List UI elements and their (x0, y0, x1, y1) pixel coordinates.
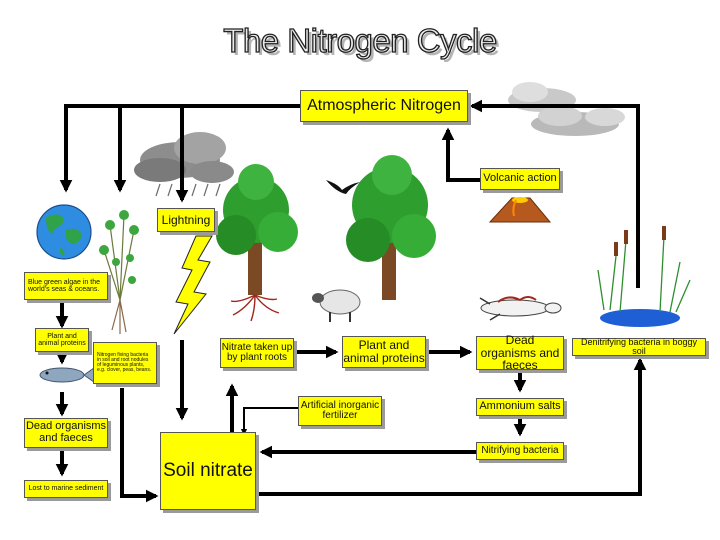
blue-green-algae-box: Blue green algae in the world's seas & o… (24, 272, 108, 300)
clover-plant-icon (99, 210, 139, 334)
nitrate-taken-up-box: Nitrate taken up by plant roots (220, 338, 294, 368)
fish-icon (39, 367, 95, 383)
tree-icon (346, 155, 436, 300)
artificial-fertilizer-box: Artificial inorganic fertilizer (298, 396, 382, 426)
diagram-title: The Nitrogen Cycle (223, 21, 498, 59)
tree-icon (216, 164, 298, 322)
dead-organisms-land-box: Dead organisms and faeces (476, 334, 564, 372)
volcano-icon (488, 197, 552, 223)
dead-organisms-sea-box: Dead organisms and faeces (24, 418, 108, 448)
cloud-icon (508, 82, 625, 136)
lightning-bolt-icon (173, 235, 213, 335)
nitrogen-fixing-bacteria-box: Nitrogen fixing bacteria in soil and roo… (93, 342, 157, 384)
ammonium-salts-box: Ammonium salts (476, 398, 564, 416)
plant-animal-proteins-land-box: Plant and animal proteins (342, 336, 426, 368)
lost-to-marine-sediment-box: Lost to marine sediment (24, 480, 108, 498)
lightning-box: Lightning (157, 208, 215, 232)
dead-animal-icon (479, 296, 562, 321)
bog-reeds-icon (597, 226, 691, 327)
bird-icon (326, 180, 360, 194)
plant-animal-proteins-sea-box: Plant and animal proteins (35, 328, 89, 352)
fertilizer-arrow (240, 407, 298, 436)
denitrifying-bacteria-box: Denitrifying bacteria in boggy soil (572, 337, 706, 356)
soil-nitrate-box: Soil nitrate (160, 432, 256, 510)
globe-icon (36, 204, 92, 260)
sheep-icon (312, 289, 361, 322)
atmospheric-nitrogen-box: Atmospheric Nitrogen (300, 90, 468, 122)
nitrifying-bacteria-box: Nitrifying bacteria (476, 442, 564, 460)
volcanic-action-box: Volcanic action (480, 168, 560, 190)
